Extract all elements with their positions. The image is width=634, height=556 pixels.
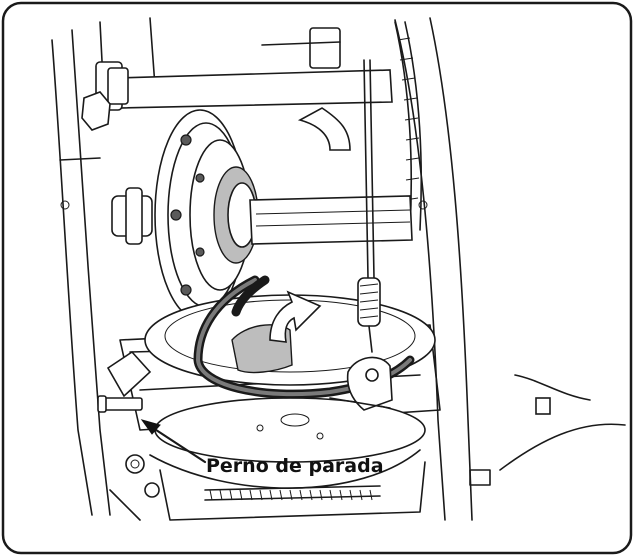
callout-arrow: [140, 419, 207, 464]
top-shaft: [81, 27, 393, 131]
rotation-arrow: [269, 290, 322, 343]
main-shaft: [111, 107, 413, 245]
callout-label: Perno de parada: [206, 455, 384, 477]
stop-bolt: [97, 395, 143, 413]
idler-spring: [329, 59, 393, 411]
pulley-assembly: [154, 109, 259, 321]
